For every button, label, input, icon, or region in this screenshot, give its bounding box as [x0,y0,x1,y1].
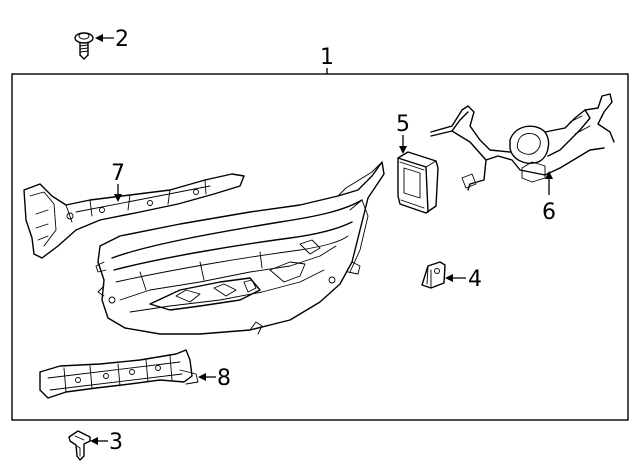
callout-7: 7 [111,161,125,202]
control-module-part [397,151,439,214]
bracket-part [421,261,446,289]
callout-4: 4 [445,267,482,292]
callout-8-label: 8 [217,366,231,391]
callout-2: 2 [95,27,129,52]
callout-1: 1 [320,45,334,74]
callout-3-label: 3 [109,430,123,455]
callout-4-label: 4 [468,267,482,292]
callout-1-label: 1 [320,45,334,70]
lower-bracket-part [39,349,199,399]
callout-6-label: 6 [542,200,556,225]
callout-3: 3 [90,430,123,455]
bolt-part [74,32,94,60]
callout-5: 5 [396,112,410,154]
callout-5-label: 5 [396,112,410,137]
upper-bracket-part [23,173,245,259]
clip-part [68,430,91,461]
callout-7-label: 7 [111,161,125,186]
headlamp-assembly-part [95,161,385,335]
assembly-frame [11,73,629,421]
callout-8: 8 [198,366,231,391]
wiring-harness-part [430,93,615,191]
callout-6: 6 [542,171,556,225]
callout-2-label: 2 [115,27,129,52]
